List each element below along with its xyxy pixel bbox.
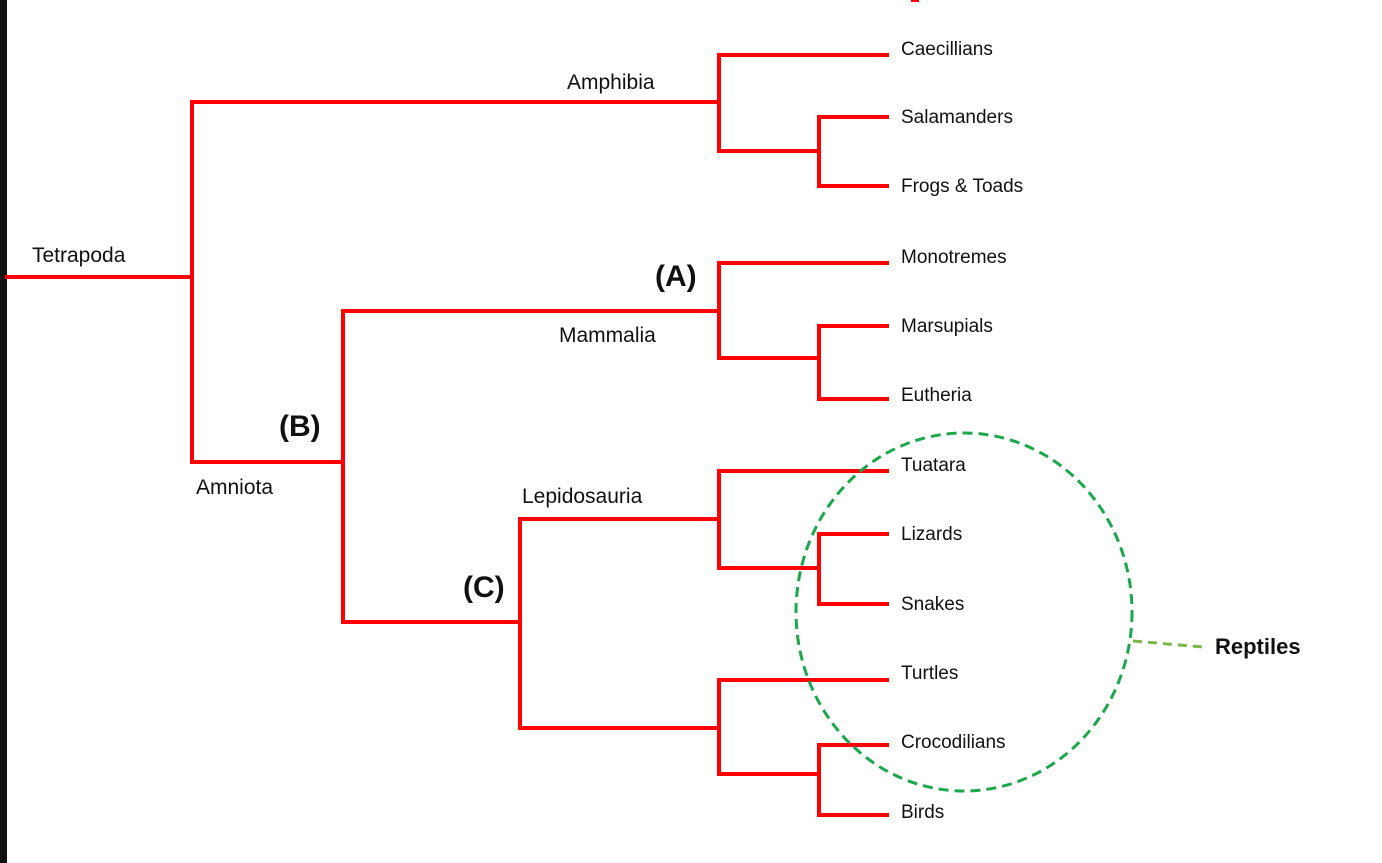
clade-label-tetrapoda: Tetrapoda (32, 244, 126, 267)
leaf-snakes: Snakes (901, 594, 965, 615)
node-marker-b: (B) (279, 410, 321, 443)
leaf-monotremes: Monotremes (901, 247, 1007, 268)
leaf-frogs-toads: Frogs & Toads (901, 176, 1024, 197)
clade-label-amniota: Amniota (196, 476, 274, 499)
leaf-caecillians: Caecillians (901, 39, 993, 60)
leaf-tuatara: Tuatara (901, 455, 966, 476)
reptiles-leader-line (1132, 639, 1204, 649)
leaf-eutheria: Eutheria (901, 385, 972, 406)
leaf-turtles: Turtles (901, 663, 959, 684)
leaf-salamanders: Salamanders (901, 107, 1013, 128)
leaf-marsupials: Marsupials (901, 316, 993, 337)
node-marker-c: (C) (463, 571, 505, 604)
reptiles-highlight-ellipse (794, 431, 1134, 793)
clade-label-lepidosauria: Lepidosauria (522, 485, 643, 508)
clade-label-mammalia: Mammalia (559, 324, 656, 347)
left-edge-strip (0, 0, 7, 863)
reptiles-label: Reptiles (1215, 634, 1301, 659)
leaf-lizards: Lizards (901, 524, 963, 545)
leaf-crocodilians: Crocodilians (901, 732, 1006, 753)
leaf-birds: Birds (901, 802, 945, 823)
clade-label-amphibia: Amphibia (567, 71, 655, 94)
node-marker-a: (A) (655, 260, 697, 293)
